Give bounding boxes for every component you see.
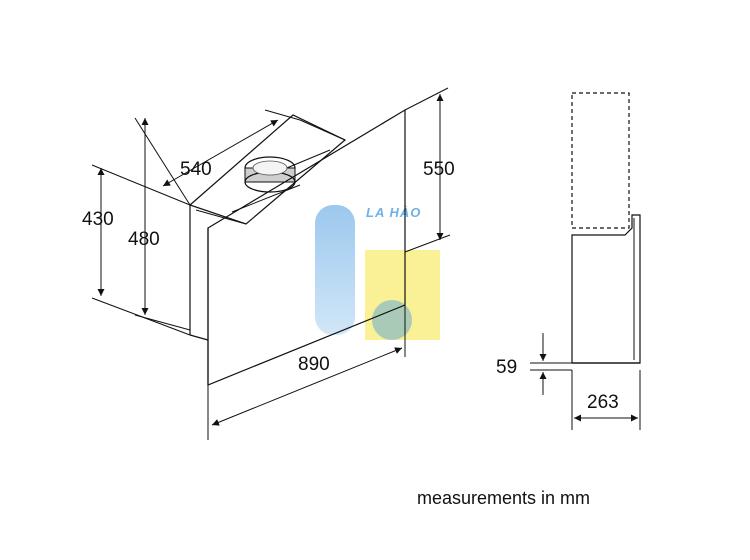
dim-480: 480 [128, 118, 191, 331]
duct-collar [244, 156, 296, 193]
dim-890: 890 [207, 305, 406, 440]
dim-430-label: 430 [82, 209, 114, 230]
hood-isometric [188, 108, 406, 386]
watermark-logo: LA HÀO [315, 205, 440, 340]
glass-panel [207, 108, 406, 386]
dim-890-label: 890 [298, 354, 330, 375]
dim-540-label: 540 [180, 159, 212, 180]
watermark-text: LA HÀO [366, 205, 421, 220]
hood-side-view [571, 92, 641, 364]
dim-59-label: 59 [496, 357, 517, 378]
dim-550: 550 [404, 87, 455, 253]
dim-59: 59 [496, 333, 572, 395]
dim-430: 430 [82, 164, 191, 336]
dim-263: 263 [571, 370, 641, 430]
dim-550-label: 550 [423, 159, 455, 180]
dim-263-label: 263 [587, 392, 619, 413]
dim-480-label: 480 [128, 229, 160, 250]
measurements-caption: measurements in mm [417, 488, 590, 508]
